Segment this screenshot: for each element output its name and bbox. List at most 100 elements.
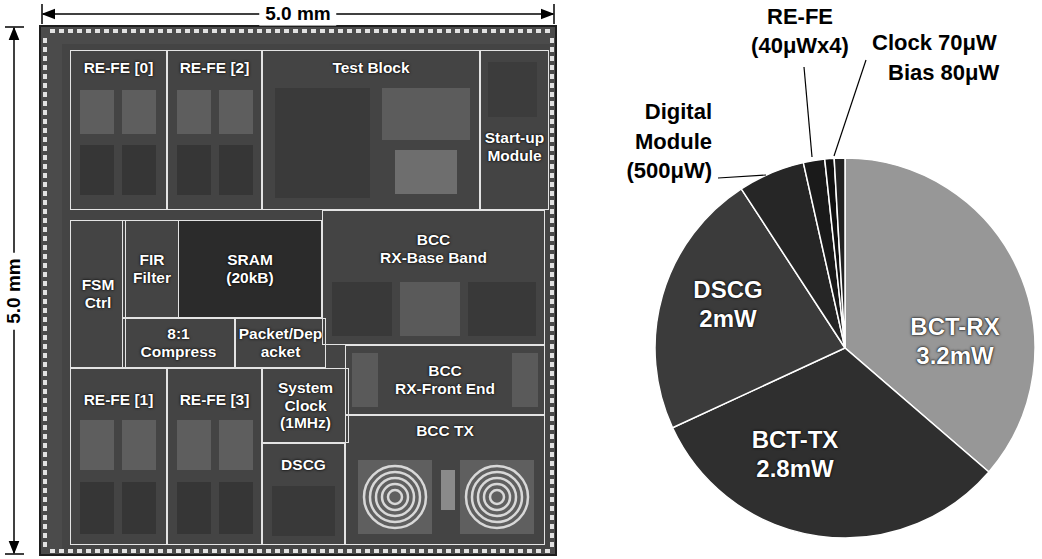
bond-pad: [550, 56, 554, 61]
bond-pad: [266, 29, 271, 33]
dimension-tick: [553, 4, 555, 24]
bond-pad: [59, 549, 64, 553]
bond-pad: [550, 452, 554, 457]
circuit-block-texture: [122, 482, 156, 534]
bond-pad: [550, 173, 554, 178]
bond-pad: [43, 164, 47, 169]
bond-pad: [43, 272, 47, 277]
inductor-spiral: [364, 466, 426, 528]
inductor-spiral: [370, 472, 420, 522]
circuit-block-texture: [272, 486, 335, 536]
inductor-spiral: [472, 472, 522, 522]
bond-pad: [221, 29, 226, 33]
bond-pad: [550, 344, 554, 349]
bond-pad: [550, 227, 554, 232]
bond-pad: [43, 506, 47, 511]
bond-pad: [550, 398, 554, 403]
pie-slice: [834, 158, 845, 348]
bond-pad: [257, 549, 262, 553]
bond-pad: [43, 227, 47, 232]
bond-pad: [293, 29, 298, 33]
bond-pad: [43, 434, 47, 439]
bond-pad: [464, 549, 469, 553]
circuit-block-texture: [122, 145, 156, 195]
inductor-spiral: [478, 478, 516, 516]
bond-pad: [419, 549, 424, 553]
bond-pad: [248, 549, 253, 553]
bond-pad: [550, 497, 554, 502]
bond-pad: [437, 29, 442, 33]
die-photo: [40, 26, 556, 555]
bond-pad: [43, 308, 47, 313]
block-label: RE-FE [2]: [180, 59, 250, 77]
leader-line: [718, 175, 766, 178]
bond-pad: [43, 335, 47, 340]
bond-pad: [43, 254, 47, 259]
bond-pad: [491, 549, 496, 553]
bond-pad: [43, 488, 47, 493]
bond-pad: [43, 200, 47, 205]
circuit-block-texture: [441, 470, 455, 510]
bond-pad: [482, 549, 487, 553]
bond-pad: [550, 290, 554, 295]
bond-pad: [43, 38, 47, 43]
bond-pad: [550, 299, 554, 304]
bond-pad: [167, 29, 172, 33]
bond-pad: [550, 182, 554, 187]
bond-pad: [77, 29, 82, 33]
bond-pad: [293, 549, 298, 553]
bond-pad: [43, 344, 47, 349]
circuit-block-texture: [80, 420, 114, 470]
bond-pad: [167, 549, 172, 553]
chip-block: FIR Filter: [122, 220, 182, 318]
block-label: BCC: [417, 231, 451, 249]
block-label: FIR Filter: [123, 251, 181, 287]
bond-pad: [550, 191, 554, 196]
bond-pad: [550, 74, 554, 79]
bond-pad: [86, 29, 91, 33]
chip-block: System Clock (1MHz): [262, 368, 349, 443]
bond-pad: [275, 29, 280, 33]
bond-pad: [131, 29, 136, 33]
bond-pad: [550, 326, 554, 331]
block-label: Packet/Depacket: [236, 325, 325, 361]
bond-pad: [550, 353, 554, 358]
bond-pad: [550, 335, 554, 340]
block-label: SRAM (20kB): [208, 251, 292, 287]
bond-pad: [550, 164, 554, 169]
block-label: Test Block: [332, 59, 409, 77]
bond-pad: [176, 29, 181, 33]
bond-pad: [383, 549, 388, 553]
bond-pad: [550, 542, 554, 547]
bond-pad: [550, 524, 554, 529]
bond-pad: [320, 29, 325, 33]
bond-pad: [550, 317, 554, 322]
chip-block: DSCG: [262, 443, 345, 545]
bond-pad: [491, 29, 496, 33]
bond-pad: [455, 549, 460, 553]
bond-pad: [43, 542, 47, 547]
bond-pad: [464, 29, 469, 33]
bond-pad: [43, 425, 47, 430]
bond-pad: [527, 549, 532, 553]
block-label: Start-up Module: [481, 129, 548, 165]
bond-pad: [43, 65, 47, 70]
circuit-block-texture: [177, 90, 211, 134]
bond-pad: [550, 119, 554, 124]
bond-pad: [50, 29, 55, 33]
block-label: RE-FE [1]: [84, 391, 154, 409]
bond-pad: [43, 83, 47, 88]
bond-pad: [43, 74, 47, 79]
leader-line: [834, 60, 866, 156]
bond-pad: [365, 549, 370, 553]
bond-pad: [518, 549, 523, 553]
chip-block: RE-FE [0]: [70, 50, 167, 210]
bond-pad: [194, 549, 199, 553]
bond-pad: [43, 119, 47, 124]
chip-block: BCCRX-Front End: [345, 345, 545, 415]
bond-pad: [43, 407, 47, 412]
inductor-spiral: [388, 490, 402, 504]
bond-pad: [338, 29, 343, 33]
bond-pad: [302, 29, 307, 33]
bond-pad: [43, 452, 47, 457]
